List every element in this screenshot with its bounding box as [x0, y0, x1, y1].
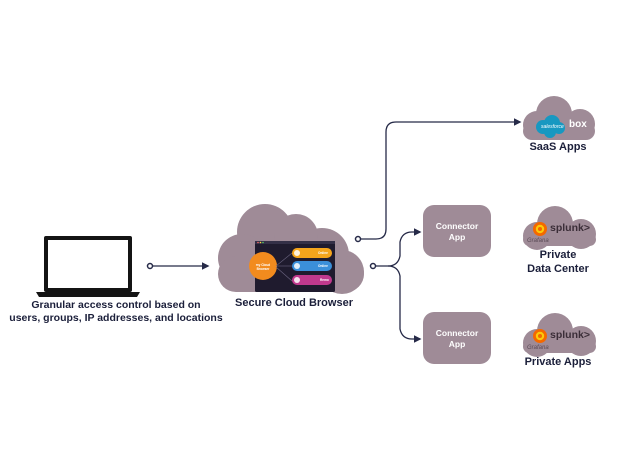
datacenter-label-line1: Private — [539, 249, 577, 261]
datacenter-cloud — [523, 206, 596, 250]
grafana-logo-datacenter — [533, 222, 547, 236]
browser-to-connectors-connector — [369, 228, 422, 343]
secure-browser-label: Secure Cloud Browser — [235, 297, 353, 309]
salesforce-logo — [536, 115, 565, 138]
splunk-logo-private-apps: splunk> — [550, 329, 590, 341]
connector-1-line1: Connector — [435, 220, 479, 231]
grafana-wordmark-datacenter: Grafana — [527, 238, 549, 244]
splunk-logo-datacenter: splunk> — [550, 222, 590, 234]
private-apps-label: Private Apps — [524, 356, 592, 368]
box-logo: box — [569, 119, 587, 130]
laptop-icon — [36, 236, 140, 297]
grafana-logo-private-apps — [533, 329, 547, 343]
grafana-wordmark-private-apps: Grafana — [527, 345, 549, 351]
laptop-to-browser-connector — [146, 262, 210, 270]
browser-screen-title: my Cloud Browser — [255, 263, 271, 271]
datacenter-label-line2: Data Center — [527, 263, 589, 275]
laptop-caption-line2: users, groups, IP addresses, and locatio… — [9, 312, 223, 324]
browser-screen-item-1: Online — [318, 251, 328, 255]
browser-to-saas-connector — [354, 118, 522, 243]
connector-2-line2: App — [448, 338, 466, 349]
browser-screen — [249, 241, 335, 292]
saas-apps-label: SaaS Apps — [529, 141, 587, 153]
salesforce-wordmark: salesforce — [541, 124, 564, 130]
connector-2-line1: Connector — [435, 327, 479, 338]
connector-1-line2: App — [448, 231, 466, 242]
browser-screen-item-2: Online — [318, 264, 328, 268]
browser-screen-item-3: Remo — [320, 278, 329, 282]
laptop-caption-line1: Granular access control based on — [31, 299, 201, 311]
